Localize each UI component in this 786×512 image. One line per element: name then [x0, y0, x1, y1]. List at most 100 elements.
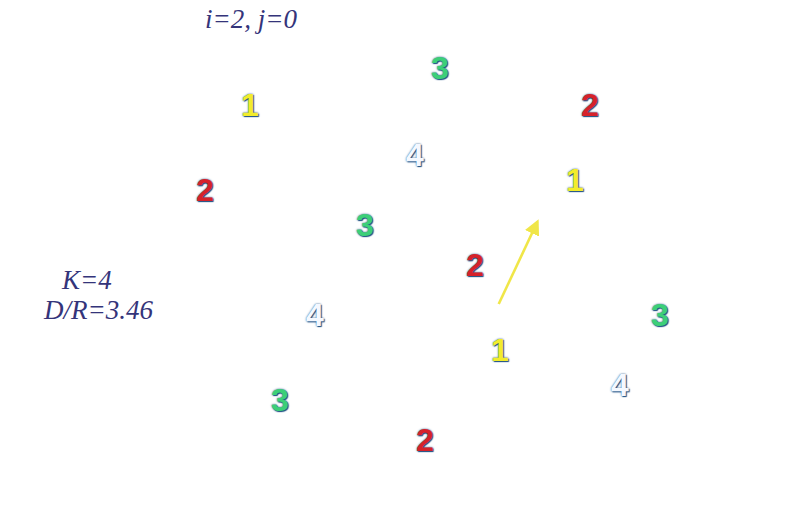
hex-side — [551, 304, 584, 359]
hex-side — [491, 96, 524, 151]
hex-side — [691, 298, 764, 356]
hex-side — [411, 222, 484, 280]
hex-cell: 2 — [331, 389, 545, 477]
hex-side — [585, 342, 692, 359]
cell-number: 2 — [196, 174, 214, 206]
cell-number: 3 — [651, 299, 669, 331]
hex-side — [165, 228, 272, 245]
hex-side — [191, 398, 224, 453]
hex-side — [451, 181, 484, 236]
hex-side — [511, 345, 584, 403]
cell-number: 4 — [611, 369, 629, 401]
hex-side — [131, 190, 164, 245]
hex-side — [485, 219, 592, 236]
hex-top — [411, 219, 624, 307]
hex-side — [511, 389, 544, 444]
hex-shape — [331, 389, 545, 493]
hex-shape — [271, 181, 485, 285]
hex-side — [651, 383, 724, 441]
parameter-label: D/R=3.46 — [44, 296, 153, 326]
hex-top — [231, 266, 444, 354]
hex-top — [171, 58, 384, 146]
parameter-label: K=4 — [62, 266, 112, 296]
hex-cell: 1 — [371, 304, 585, 392]
hex-cell: 3 — [551, 257, 765, 345]
hex-top — [331, 389, 544, 477]
cell-number: 3 — [271, 384, 289, 416]
hex-cell: 1 — [171, 58, 385, 146]
hex-top — [271, 181, 484, 269]
hex-shape — [371, 304, 585, 408]
cell-number: 2 — [466, 249, 484, 281]
hex-side — [371, 307, 444, 365]
hex-top — [191, 351, 404, 439]
hex-side — [331, 436, 364, 491]
hex-cell: 4 — [511, 342, 725, 430]
cell-number: 1 — [491, 334, 509, 366]
hex-side — [385, 96, 492, 113]
hex-top — [311, 96, 524, 184]
hex-cell: 2 — [411, 219, 625, 307]
hex-cell: 2 — [131, 143, 345, 231]
hex-shape — [131, 143, 345, 247]
reuse-arrow — [499, 222, 538, 304]
hex-cell: 2 — [491, 49, 705, 137]
hex-shape — [411, 219, 625, 323]
hex-top — [551, 257, 764, 345]
hex-side — [445, 304, 552, 321]
hex-side — [545, 427, 652, 444]
hex-side — [311, 143, 344, 198]
hex-side — [265, 351, 372, 368]
hex-side — [345, 181, 452, 198]
hex-side — [311, 99, 384, 157]
cell-number: 4 — [306, 299, 324, 331]
hex-side — [205, 143, 312, 160]
hex-side — [471, 430, 544, 488]
cell-number: 2 — [581, 89, 599, 121]
hex-top — [451, 134, 664, 222]
hex-top — [371, 304, 584, 392]
hex-side — [525, 134, 632, 151]
hex-cell: 4 — [231, 266, 445, 354]
cell-number: 4 — [406, 139, 424, 171]
hex-side — [331, 392, 404, 450]
hex-side — [271, 184, 344, 242]
hex-side — [351, 58, 384, 113]
cell-number: 2 — [416, 424, 434, 456]
hex-side — [171, 105, 204, 160]
hex-shape — [171, 58, 385, 162]
hex-cell: 4 — [311, 96, 525, 184]
hex-side — [491, 52, 564, 110]
cell-number: 3 — [431, 52, 449, 84]
hex-shape — [351, 11, 565, 115]
hex-side — [371, 351, 404, 406]
hex-side — [225, 436, 332, 453]
hex-side — [591, 175, 664, 233]
hex-shape — [231, 266, 445, 370]
hex-side — [365, 474, 472, 491]
hex-side — [551, 260, 624, 318]
hex-top — [491, 49, 704, 137]
hex-side — [231, 313, 264, 368]
cell-number: 1 — [566, 164, 584, 196]
hex-cell: 3 — [271, 181, 485, 269]
hex-cell: 1 — [451, 134, 665, 222]
hex-cell: 3 — [191, 351, 405, 439]
cell-number: 1 — [241, 89, 259, 121]
parameter-label: i=2, j=0 — [205, 5, 297, 35]
hex-shape — [451, 134, 665, 238]
hex-side — [405, 389, 512, 406]
hex-shape — [191, 351, 405, 455]
hex-side — [631, 90, 704, 148]
hex-side — [271, 228, 304, 283]
hex-top — [511, 342, 724, 430]
hex-top — [131, 143, 344, 231]
hex-top — [351, 11, 564, 99]
hex-side — [451, 137, 524, 195]
hex-side — [411, 266, 444, 321]
hex-cell: 3 — [351, 11, 565, 99]
cell-number: 3 — [356, 209, 374, 241]
hex-side — [305, 266, 412, 283]
